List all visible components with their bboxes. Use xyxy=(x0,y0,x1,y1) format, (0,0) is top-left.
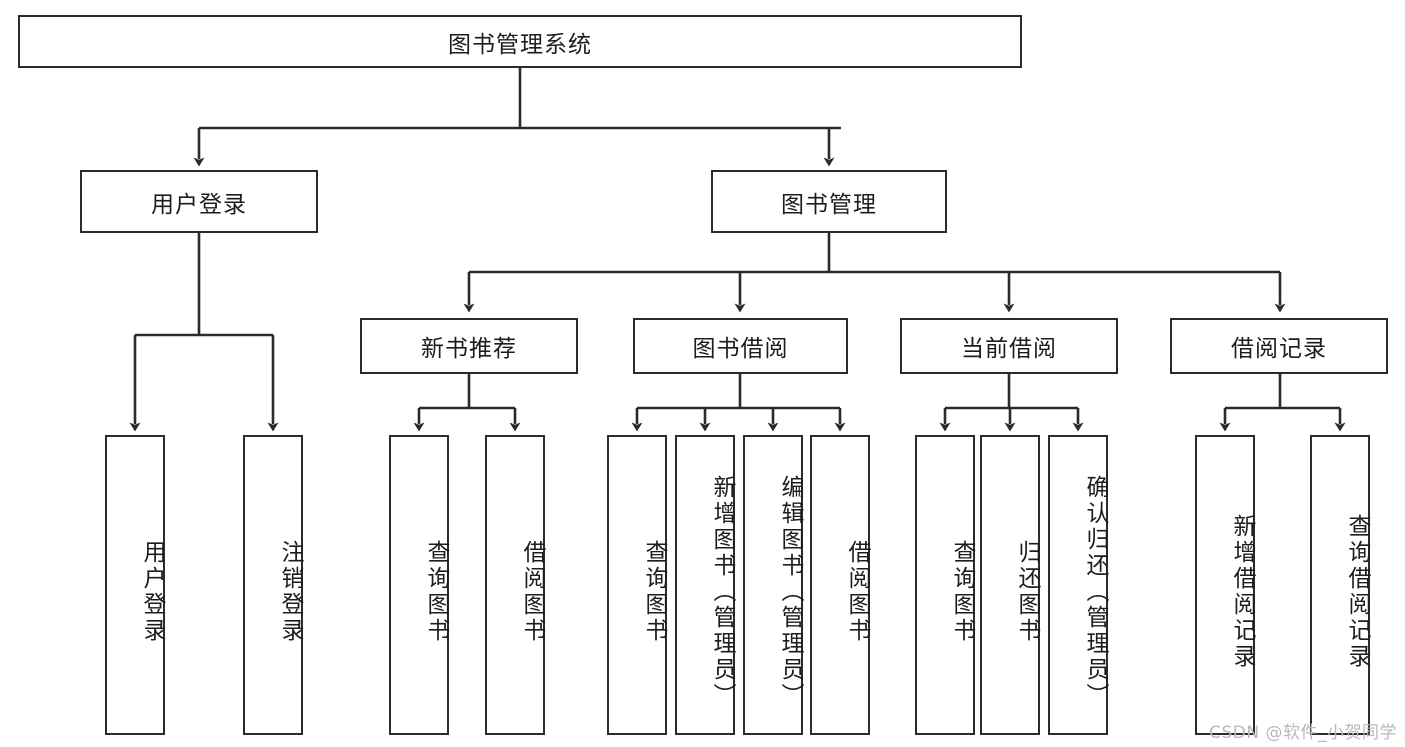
watermark: CSDN @软件_小贺同学 xyxy=(1209,723,1397,743)
leaf-add-borrow-record[interactable]: 新增借阅记录 xyxy=(1195,435,1255,735)
leaf-query-book-3[interactable]: 查询图书 xyxy=(915,435,975,735)
leaf-borrow-book-2-label: 借阅图书 xyxy=(844,540,870,644)
leaf-confirm-return-label: 确认归还（管理员） xyxy=(1082,475,1108,709)
node-new-book-recommend[interactable]: 新书推荐 xyxy=(360,318,578,374)
leaf-edit-book[interactable]: 编辑图书（管理员） xyxy=(743,435,803,735)
leaf-add-book[interactable]: 新增图书（管理员） xyxy=(675,435,735,735)
leaf-user-login[interactable]: 用户登录 xyxy=(105,435,165,735)
leaf-borrow-book-1-label: 借阅图书 xyxy=(519,540,545,644)
leaf-add-borrow-record-label: 新增借阅记录 xyxy=(1229,514,1255,670)
node-user-login[interactable]: 用户登录 xyxy=(80,170,318,233)
leaf-user-login-label: 用户登录 xyxy=(139,540,165,644)
node-borrow-record-label: 借阅记录 xyxy=(1231,336,1327,362)
node-borrow-record[interactable]: 借阅记录 xyxy=(1170,318,1388,374)
leaf-query-book-2[interactable]: 查询图书 xyxy=(607,435,667,735)
leaf-borrow-book-1[interactable]: 借阅图书 xyxy=(485,435,545,735)
leaf-borrow-book-2[interactable]: 借阅图书 xyxy=(810,435,870,735)
leaf-confirm-return[interactable]: 确认归还（管理员） xyxy=(1048,435,1108,735)
node-book-borrow[interactable]: 图书借阅 xyxy=(633,318,848,374)
leaf-query-book-1-label: 查询图书 xyxy=(423,540,449,644)
leaf-query-book-2-label: 查询图书 xyxy=(641,540,667,644)
leaf-logout-login-label: 注销登录 xyxy=(277,540,303,644)
node-book-management[interactable]: 图书管理 xyxy=(711,170,947,233)
leaf-return-book-label: 归还图书 xyxy=(1014,540,1040,644)
leaf-query-book-1[interactable]: 查询图书 xyxy=(389,435,449,735)
leaf-logout-login[interactable]: 注销登录 xyxy=(243,435,303,735)
node-root[interactable]: 图书管理系统 xyxy=(18,15,1022,68)
node-new-book-recommend-label: 新书推荐 xyxy=(421,336,517,362)
node-root-label: 图书管理系统 xyxy=(448,31,592,58)
leaf-query-book-3-label: 查询图书 xyxy=(949,540,975,644)
node-book-borrow-label: 图书借阅 xyxy=(692,336,789,362)
node-current-borrow-label: 当前借阅 xyxy=(961,336,1057,362)
leaf-return-book[interactable]: 归还图书 xyxy=(980,435,1040,735)
node-user-login-label: 用户登录 xyxy=(151,191,247,218)
leaf-query-borrow-record-label: 查询借阅记录 xyxy=(1344,514,1370,670)
node-current-borrow[interactable]: 当前借阅 xyxy=(900,318,1118,374)
leaf-query-borrow-record[interactable]: 查询借阅记录 xyxy=(1310,435,1370,735)
node-book-management-label: 图书管理 xyxy=(781,191,877,218)
leaf-add-book-label: 新增图书（管理员） xyxy=(709,475,735,709)
leaf-edit-book-label: 编辑图书（管理员） xyxy=(777,475,803,709)
